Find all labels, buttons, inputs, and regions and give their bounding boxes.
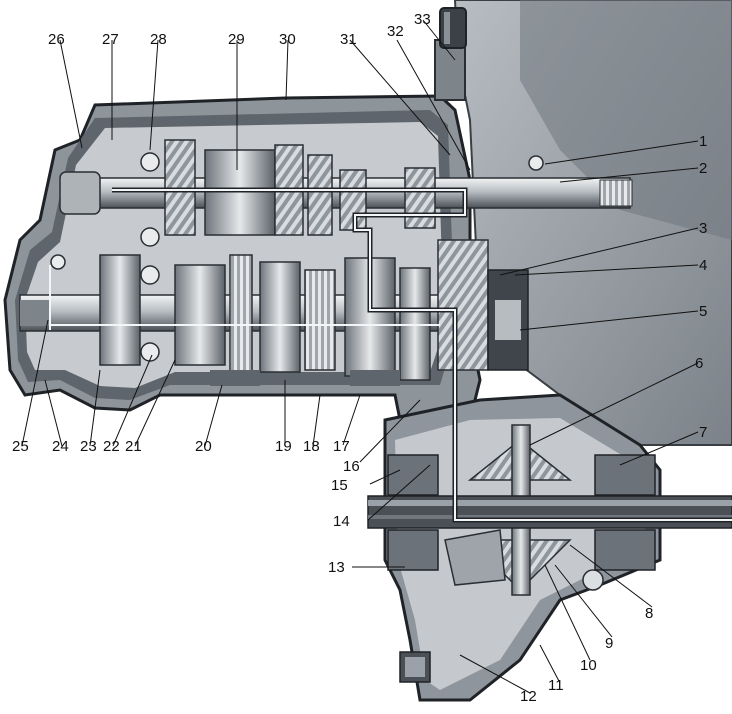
- output-shaft: [367, 495, 732, 529]
- leader-12: [459, 654, 531, 694]
- leader-30: [285, 39, 289, 101]
- callout-1: 1: [699, 133, 707, 150]
- leader-8: [569, 544, 653, 608]
- callout-26: 26: [48, 31, 65, 48]
- leader-26: [59, 39, 83, 149]
- leader-14: [367, 464, 431, 521]
- leader-9: [554, 564, 613, 638]
- leader-5: [519, 310, 699, 331]
- callout-10: 10: [580, 657, 597, 674]
- callout-23: 23: [80, 438, 97, 455]
- final-drive-gear: [437, 239, 529, 371]
- callout-17: 17: [333, 438, 350, 455]
- callout-16: 16: [343, 458, 360, 475]
- leader-24: [44, 379, 63, 447]
- leader-15: [369, 469, 401, 485]
- callout-24: 24: [52, 438, 69, 455]
- leader-33: [422, 19, 456, 61]
- callout-31: 31: [340, 31, 357, 48]
- leader-21: [134, 359, 176, 447]
- leader-3: [499, 227, 699, 276]
- callout-9: 9: [605, 635, 613, 652]
- leader-22: [112, 354, 153, 447]
- callout-30: 30: [279, 31, 296, 48]
- callout-22: 22: [103, 438, 120, 455]
- differential-gears: [444, 424, 604, 596]
- callout-21: 21: [125, 438, 142, 455]
- leader-10: [544, 564, 591, 661]
- leader-28: [149, 39, 159, 151]
- shift-rod-assembly: [434, 7, 467, 101]
- leader-25: [21, 319, 49, 447]
- callout-32: 32: [387, 23, 404, 40]
- drain-plug: [399, 651, 431, 683]
- callout-18: 18: [303, 438, 320, 455]
- callout-6: 6: [695, 355, 703, 372]
- callout-12: 12: [520, 688, 537, 705]
- callout-27: 27: [102, 31, 119, 48]
- side-bearings: [387, 454, 656, 571]
- leader-lines: [21, 19, 699, 694]
- leader-31: [349, 39, 451, 156]
- callout-2: 2: [699, 160, 707, 177]
- callout-25: 25: [12, 438, 29, 455]
- callout-8: 8: [645, 605, 653, 622]
- bearings: [50, 152, 544, 362]
- callout-14: 14: [333, 513, 350, 530]
- callout-5: 5: [699, 303, 707, 320]
- callout-4: 4: [699, 257, 707, 274]
- leader-11: [539, 644, 561, 684]
- leader-23: [89, 369, 101, 447]
- callout-7: 7: [699, 424, 707, 441]
- callout-29: 29: [228, 31, 245, 48]
- leader-1: [544, 140, 699, 165]
- callout-20: 20: [195, 438, 212, 455]
- leader-18: [312, 394, 321, 447]
- leader-32: [396, 39, 471, 171]
- callout-15: 15: [331, 477, 348, 494]
- leader-16: [359, 399, 421, 463]
- power-flow-line: [49, 187, 732, 523]
- leader-7: [619, 431, 699, 466]
- callout-33: 33: [414, 11, 431, 28]
- callout-28: 28: [150, 31, 167, 48]
- callout-19: 19: [275, 438, 292, 455]
- leader-2: [559, 167, 699, 183]
- callout-labels: 1 2 3 4 5 6 7 8 9 10 11 12 13 14 15 16 1…: [12, 11, 707, 705]
- callout-13: 13: [328, 559, 345, 576]
- lower-gear-cluster: [99, 254, 431, 386]
- leader-17: [342, 394, 361, 446]
- callout-3: 3: [699, 220, 707, 237]
- right-housing-block: [453, 0, 732, 446]
- leader-6: [529, 362, 699, 446]
- leader-4: [514, 264, 699, 276]
- callout-11: 11: [548, 677, 564, 694]
- leader-20: [204, 384, 223, 447]
